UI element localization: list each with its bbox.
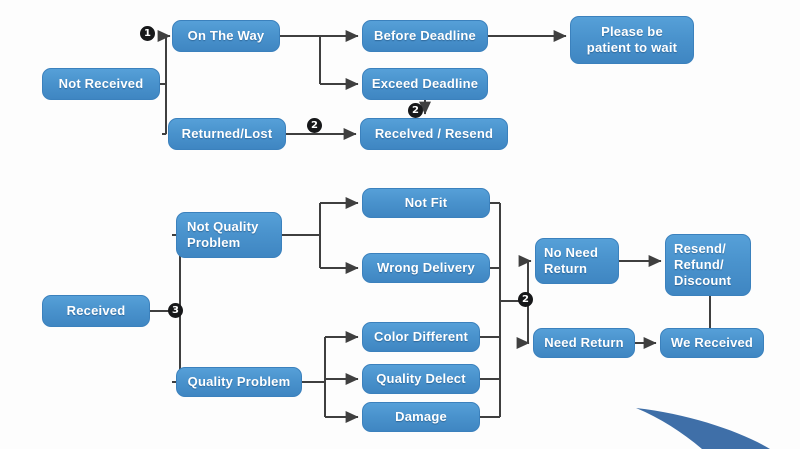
node-wrong-delivery[interactable]: Wrong Delivery (362, 253, 490, 283)
node-received[interactable]: Received (42, 295, 150, 327)
badge-2-exceed: 2 (408, 103, 423, 118)
node-not-fit[interactable]: Not Fit (362, 188, 490, 218)
blue-swoosh-icon (636, 408, 770, 449)
badge-2-merge: 2 (518, 292, 533, 307)
node-no-need-return[interactable]: No Need Return (535, 238, 619, 284)
node-before-deadline[interactable]: Before Deadline (362, 20, 488, 52)
node-please-be-patient[interactable]: Please be patient to wait (570, 16, 694, 64)
badge-1: 1 (140, 26, 155, 41)
node-we-received[interactable]: We Received (660, 328, 764, 358)
node-on-the-way[interactable]: On The Way (172, 20, 280, 52)
badge-2-returned: 2 (307, 118, 322, 133)
node-quality-defect[interactable]: Quality Delect (362, 364, 480, 394)
node-not-quality-problem[interactable]: Not Quality Problem (176, 212, 282, 258)
node-quality-problem[interactable]: Quality Problem (176, 367, 302, 397)
node-not-received[interactable]: Not Received (42, 68, 160, 100)
node-need-return[interactable]: Need Return (533, 328, 635, 358)
node-exceed-deadline[interactable]: Exceed Deadline (362, 68, 488, 100)
node-damage[interactable]: Damage (362, 402, 480, 432)
node-resend-refund-discount[interactable]: Resend/ Refund/ Discount (665, 234, 751, 296)
badge-3: 3 (168, 303, 183, 318)
node-color-different[interactable]: Color Different (362, 322, 480, 352)
node-received-resend[interactable]: Recelved / Resend (360, 118, 508, 150)
node-returned-lost[interactable]: Returned/Lost (168, 118, 286, 150)
